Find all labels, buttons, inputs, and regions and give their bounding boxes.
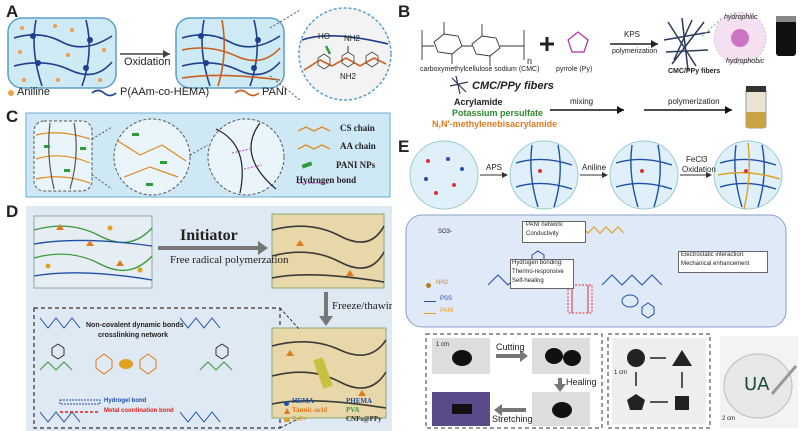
legend-ta: Tannic-acid	[292, 406, 328, 414]
legend-pam: P(AAm-co-HEMA)	[120, 86, 210, 98]
polymerization-label: polymerization	[668, 97, 720, 106]
hydrophilic-label: hydrophilic	[724, 14, 758, 21]
legend-aniline-dot	[8, 90, 14, 96]
zoom-nh2-bottom: NH2	[340, 72, 357, 81]
panel-c-graphic	[25, 112, 391, 198]
legend-pva: PVA	[346, 406, 360, 414]
electrostatic-label: Electrostatic interaction:	[681, 252, 745, 258]
legend-fiber-label: CMC/PPy fibers	[472, 80, 554, 92]
mixing-label: mixing	[570, 97, 594, 106]
product-label: CMC/PPy fibers	[668, 68, 721, 75]
panel-d-graphic	[26, 206, 392, 431]
mechanical-label: Mechanical enhancement	[681, 261, 750, 267]
legend-cs-chain: CS chain	[340, 123, 375, 133]
pani-network-label: PANI network:	[526, 222, 564, 228]
legend-hema: HEMA	[292, 397, 314, 405]
hbond-label: Hydrogel bond	[104, 398, 147, 404]
thermo-label: Thermo-responsive	[512, 269, 564, 275]
panel-f: F 1 cm Cutting Healing Stretching 1 cm 2…	[392, 330, 800, 431]
zoom-ho: HO	[318, 32, 330, 41]
reagent-acrylamide: Acrylamide	[454, 97, 503, 107]
legend-hbond: Hydrogen bond	[296, 175, 357, 185]
panel-c-label: C	[6, 107, 19, 126]
legend-pani-line	[424, 313, 436, 314]
panel-d: D	[0, 200, 392, 431]
legend-pss-line	[424, 301, 436, 302]
legend-pani-nps: PANI NPs	[336, 160, 376, 170]
arrow-bottom-label: polymerization	[612, 48, 658, 55]
scale-1cm-b: 1 cm	[614, 370, 628, 376]
cmc-subscript: n	[527, 56, 533, 66]
written-ua: UA	[744, 374, 770, 395]
legend-nh2-dot	[426, 283, 431, 288]
panel-b-graphic	[421, 11, 796, 129]
legend-nh2: NH2	[436, 280, 449, 286]
legend-phema: PHEMA	[346, 397, 373, 405]
freeze-label: Freeze/thawing	[332, 300, 392, 312]
step-aniline: Aniline	[582, 163, 607, 172]
scale-2cm: 2 cm	[722, 416, 736, 422]
reagent-kps: Potassium persulfate	[452, 108, 544, 118]
panel-a-legend-lines	[91, 89, 260, 97]
electrostatic-box	[678, 251, 768, 273]
cutting-label: Cutting	[496, 342, 525, 352]
panel-a-graphic	[7, 7, 392, 101]
panel-f-graphic	[425, 333, 798, 429]
panel-b: B	[392, 0, 800, 135]
step-label: Oxidation	[124, 56, 171, 68]
cmc-label: carboxymethylcellulose sodium (CMC)	[420, 66, 540, 73]
panel-c: C CS chain AA chain PANI	[0, 105, 392, 200]
conductivity-label: Conductivity	[526, 231, 559, 237]
legend-ta-icon	[284, 408, 290, 414]
legend-hema-dot	[284, 401, 289, 406]
legend-pani-e: PANI	[440, 308, 454, 314]
legend-aa-chain: AA chain	[340, 141, 376, 151]
zoom-nh2-top: NH2	[344, 34, 361, 43]
legend-pss: PSS	[440, 296, 453, 302]
hydrophobic-label: hydrophobic	[726, 58, 765, 65]
panel-e-label: E	[398, 137, 410, 156]
panel-b-label: B	[398, 2, 411, 21]
panel-e-graphic	[405, 140, 787, 328]
step-oxidation: Oxidation	[682, 165, 716, 174]
legend-aniline: Aniline	[17, 86, 51, 98]
panel-a-label: A	[6, 2, 19, 21]
stretching-label: Stretching	[492, 414, 533, 424]
panel-e: E	[392, 135, 800, 330]
metal-label: Metal coordination bond	[104, 408, 174, 414]
healing-label: Healing	[566, 377, 597, 387]
step-fecl3: FeCl3	[686, 155, 708, 164]
selfheal-label: Self-healing	[512, 278, 544, 284]
so3-label: SO3-	[438, 229, 453, 235]
pyrrole-label: pyrrole (Py)	[556, 66, 593, 73]
pani-network-box	[522, 221, 586, 243]
hbonding-label: Hydrogen bonding:	[512, 260, 563, 266]
step-aps: APS	[486, 163, 503, 172]
panel-d-label: D	[6, 202, 19, 221]
noncov-title: Non-covalent dynamic bonds	[86, 322, 184, 329]
legend-fe: Fe3+	[292, 415, 307, 423]
noncov-sub: crosslinking network	[98, 332, 169, 339]
panel-a: A	[0, 0, 392, 105]
free-radical-label: Free radical polymerzation	[170, 254, 289, 266]
scale-1cm: 1 cm	[436, 342, 450, 348]
legend-pani: PANI	[262, 86, 287, 98]
reagent-mba: N,N'-methylenebisacrylamide	[432, 119, 558, 129]
arrow-top-label: KPS	[624, 30, 641, 39]
hbonding-box	[510, 259, 574, 289]
initiator-label: Initiator	[180, 227, 238, 244]
legend-fe-icon	[284, 418, 290, 422]
legend-cnfs: CNFs@PPy	[346, 415, 382, 423]
